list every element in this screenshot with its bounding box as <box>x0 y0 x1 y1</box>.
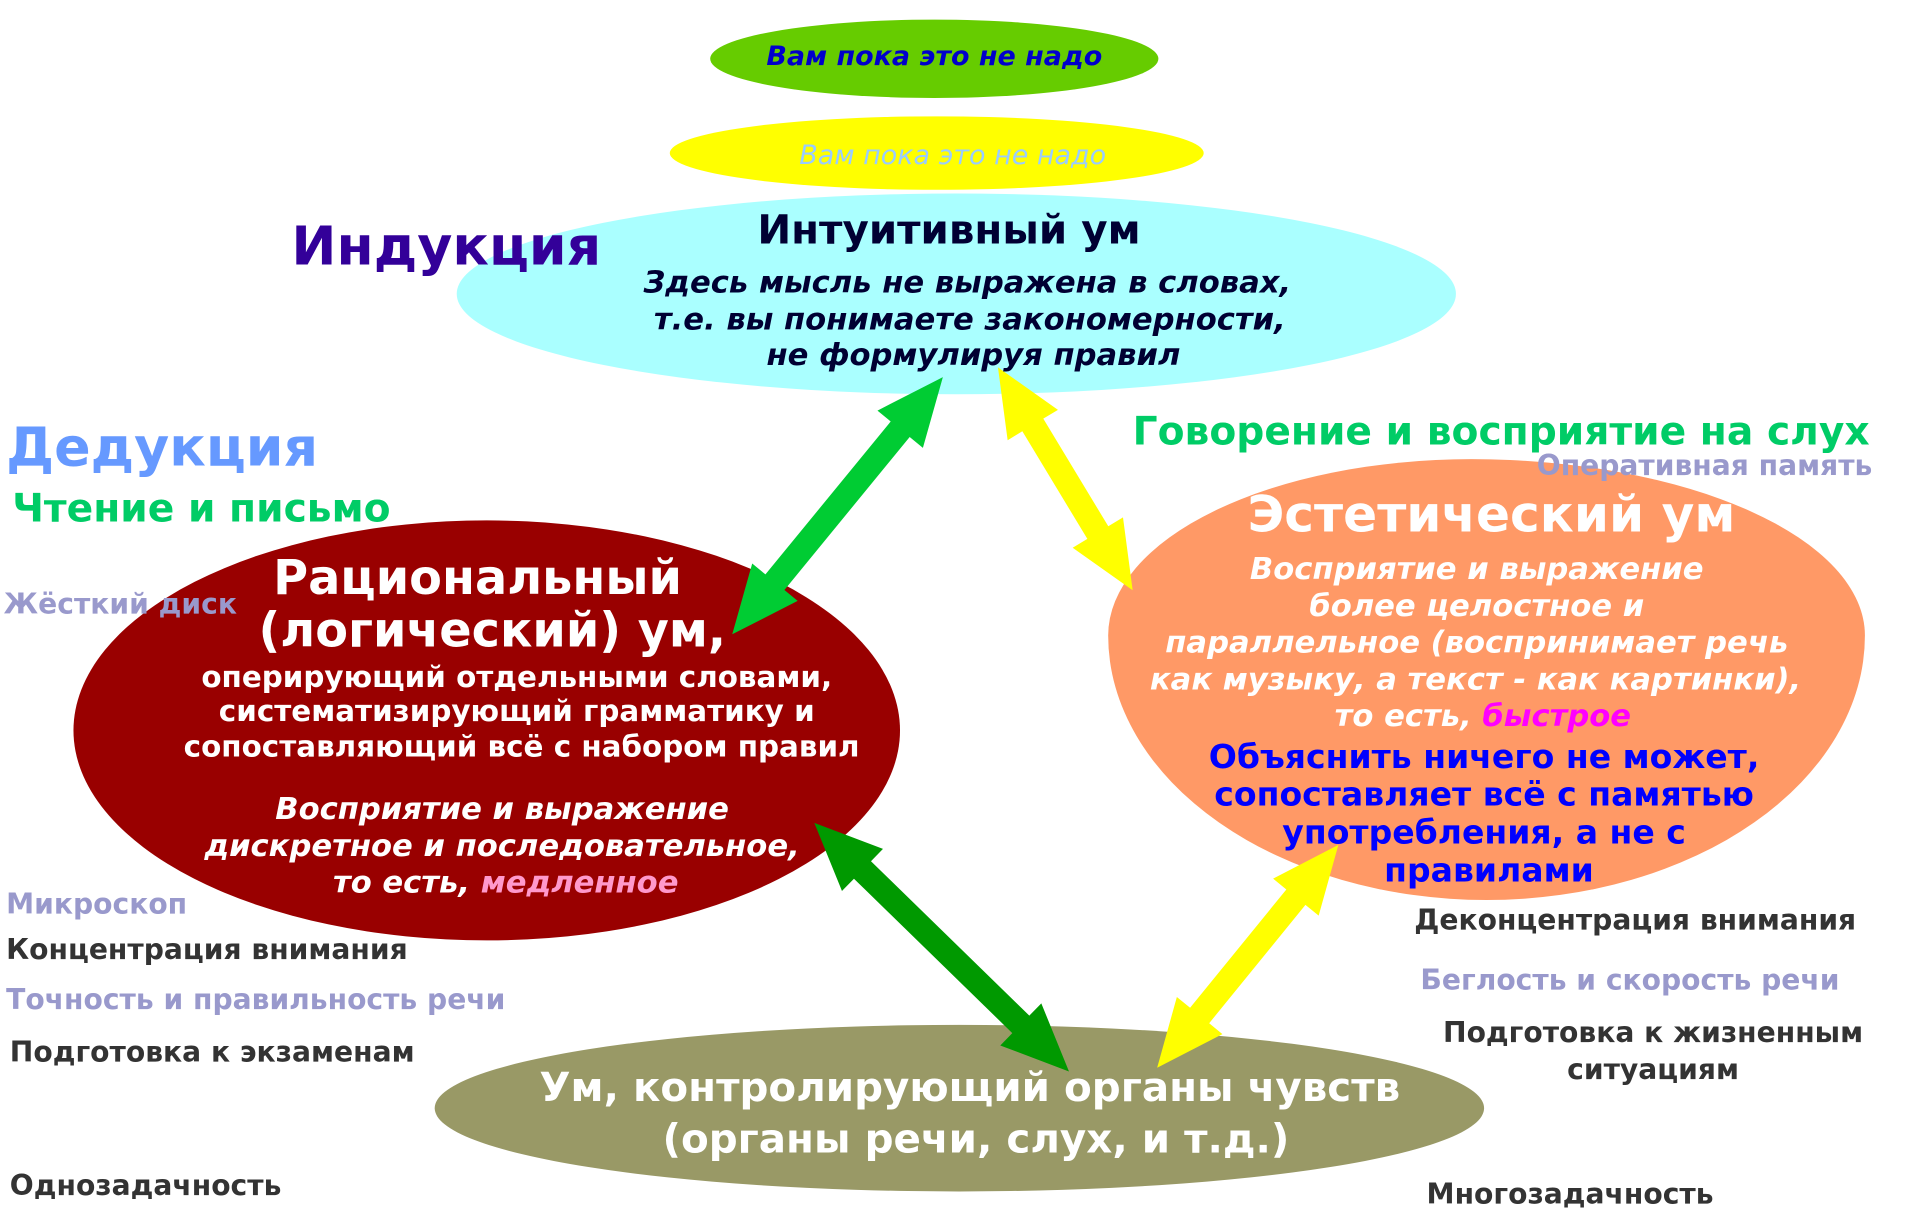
aesthetic-mind-blob <box>1108 459 1865 901</box>
rational-line-3: сопоставляющий всё с набором правил <box>183 729 860 765</box>
deduction-label: Дедукция <box>6 416 319 479</box>
green-bubble-text: Вам пока это не надо <box>766 41 1103 73</box>
rational-line-1: оперирующий отдельными словами, <box>201 660 833 695</box>
slow-highlight: медленное <box>480 864 679 901</box>
rational-italic-2: дискретное и последовательное, <box>204 827 800 864</box>
induction-label: Индукция <box>291 215 602 278</box>
arrow-aesthetic-senses <box>1157 844 1339 1068</box>
intuitive-line-3: не формулируя правил <box>766 336 1181 373</box>
microscope-label: Микроскоп <box>6 888 188 921</box>
rational-italic-1: Восприятие и выражение <box>275 791 729 827</box>
reading-writing-label: Чтение и письмо <box>12 484 391 532</box>
accuracy-label: Точность и правильность речи <box>6 984 506 1017</box>
intuitive-line-1: Здесь мысль не выражена в словах, <box>643 264 1292 301</box>
arrow-intuitive-aesthetic <box>997 367 1133 591</box>
aesthetic-italic-2: более целостное и <box>1309 587 1645 624</box>
senses-line-2: (органы речи, слух, и т.д.) <box>662 1114 1290 1163</box>
rational-title-1: Рациональный <box>273 551 683 607</box>
intuitive-line-2: т.е. вы понимаете закономерности, <box>653 301 1286 337</box>
life-prep-line-1: Подготовка к жизненным <box>1442 1017 1864 1050</box>
fast-highlight: быстрое <box>1482 697 1632 734</box>
aesthetic-blue-2: сопоставляет всё с памятью <box>1214 776 1754 815</box>
intuitive-title: Интуитивный ум <box>757 205 1141 254</box>
concentration-label: Концентрация внимания <box>6 934 408 967</box>
intuitive-mind-ellipse <box>456 193 1456 395</box>
deconcentration-label: Деконцентрация внимания <box>1414 904 1857 937</box>
life-prep-line-2: ситуациям <box>1567 1054 1739 1087</box>
senses-mind-ellipse <box>434 1024 1485 1192</box>
fluency-label: Беглость и скорость речи <box>1420 964 1840 997</box>
aesthetic-italic-prefix: то есть, <box>1334 697 1483 734</box>
working-memory-label: Оперативная память <box>1536 450 1873 483</box>
aesthetic-italic-1: Восприятие и выражение <box>1249 551 1704 587</box>
senses-line-1: Ум, контролирующий органы чувств <box>539 1062 1401 1111</box>
arrow-intuitive-rational <box>732 377 943 635</box>
aesthetic-title: Эстетический ум <box>1247 484 1736 544</box>
speaking-listening-label: Говорение и восприятие на слух <box>1132 407 1870 455</box>
green-bubble <box>710 19 1159 98</box>
aesthetic-blue-1: Объяснить ничего не может, <box>1208 738 1760 777</box>
aesthetic-italic-5: то есть, быстрое <box>1335 698 1631 734</box>
aesthetic-blue-3: употребления, а не с <box>1282 814 1686 853</box>
exams-label: Подготовка к экзаменам <box>9 1037 415 1069</box>
rational-italic-3: то есть, медленное <box>333 864 679 900</box>
hard-drive-label: Жёсткий диск <box>3 588 237 621</box>
single-task-label: Однозадачность <box>9 1170 282 1203</box>
multi-task-label: Многозадачность <box>1426 1179 1714 1212</box>
rational-title-2: (логический) ум, <box>258 603 727 659</box>
yellow-bubble-text: Вам пока это не надо <box>799 140 1107 172</box>
aesthetic-italic-3: параллельное (воспринимает речь <box>1165 624 1789 661</box>
yellow-bubble <box>669 116 1204 190</box>
aesthetic-italic-4: как музыку, а текст - как картинки), <box>1149 661 1802 697</box>
arrow-rational-senses <box>814 822 1069 1072</box>
rational-line-2: систематизирующий грамматику и <box>218 694 815 729</box>
rational-italic-prefix: то есть, <box>332 864 481 901</box>
aesthetic-blue-4: правилами <box>1384 852 1594 891</box>
